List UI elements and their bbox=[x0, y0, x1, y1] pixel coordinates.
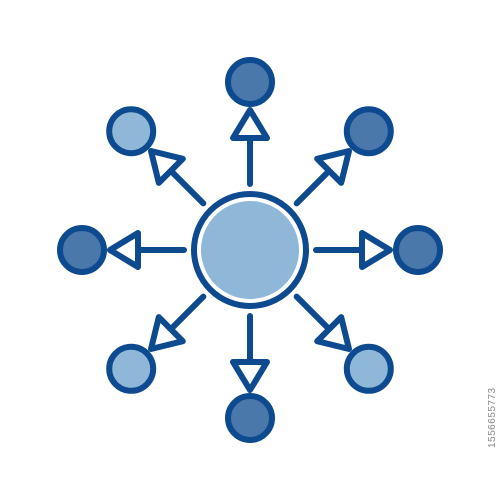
spoke-up-right bbox=[293, 106, 394, 207]
node-circle bbox=[393, 225, 443, 275]
node-circle bbox=[57, 225, 107, 275]
arrowhead-icon bbox=[359, 230, 393, 270]
node-circle bbox=[343, 106, 394, 157]
spoke-line bbox=[293, 293, 333, 333]
spoke-down-left bbox=[106, 293, 207, 394]
node-circle bbox=[343, 343, 394, 394]
center-node bbox=[191, 191, 309, 309]
node-circle bbox=[225, 57, 275, 107]
arrowhead-icon bbox=[148, 148, 186, 186]
arrowhead-icon bbox=[148, 314, 186, 352]
spoke-line bbox=[167, 293, 207, 333]
spoke-right bbox=[313, 225, 443, 275]
spoke-left bbox=[57, 225, 187, 275]
arrowhead-icon bbox=[230, 359, 270, 393]
arrowhead-icon bbox=[314, 314, 352, 352]
spoke-up bbox=[225, 57, 275, 187]
node-circle bbox=[106, 106, 157, 157]
arrowhead-icon bbox=[230, 107, 270, 141]
arrowhead-icon bbox=[314, 148, 352, 186]
stock-id-watermark: 1556655773 bbox=[487, 387, 498, 448]
spoke-line bbox=[293, 167, 333, 207]
node-circle bbox=[106, 343, 157, 394]
spoke-up-left bbox=[106, 106, 207, 207]
node-circle bbox=[225, 393, 275, 443]
spoke-down-right bbox=[293, 293, 394, 394]
spoke-down bbox=[225, 313, 275, 443]
spokes-group bbox=[57, 57, 443, 443]
spoke-line bbox=[167, 167, 207, 207]
arrowhead-icon bbox=[107, 230, 141, 270]
